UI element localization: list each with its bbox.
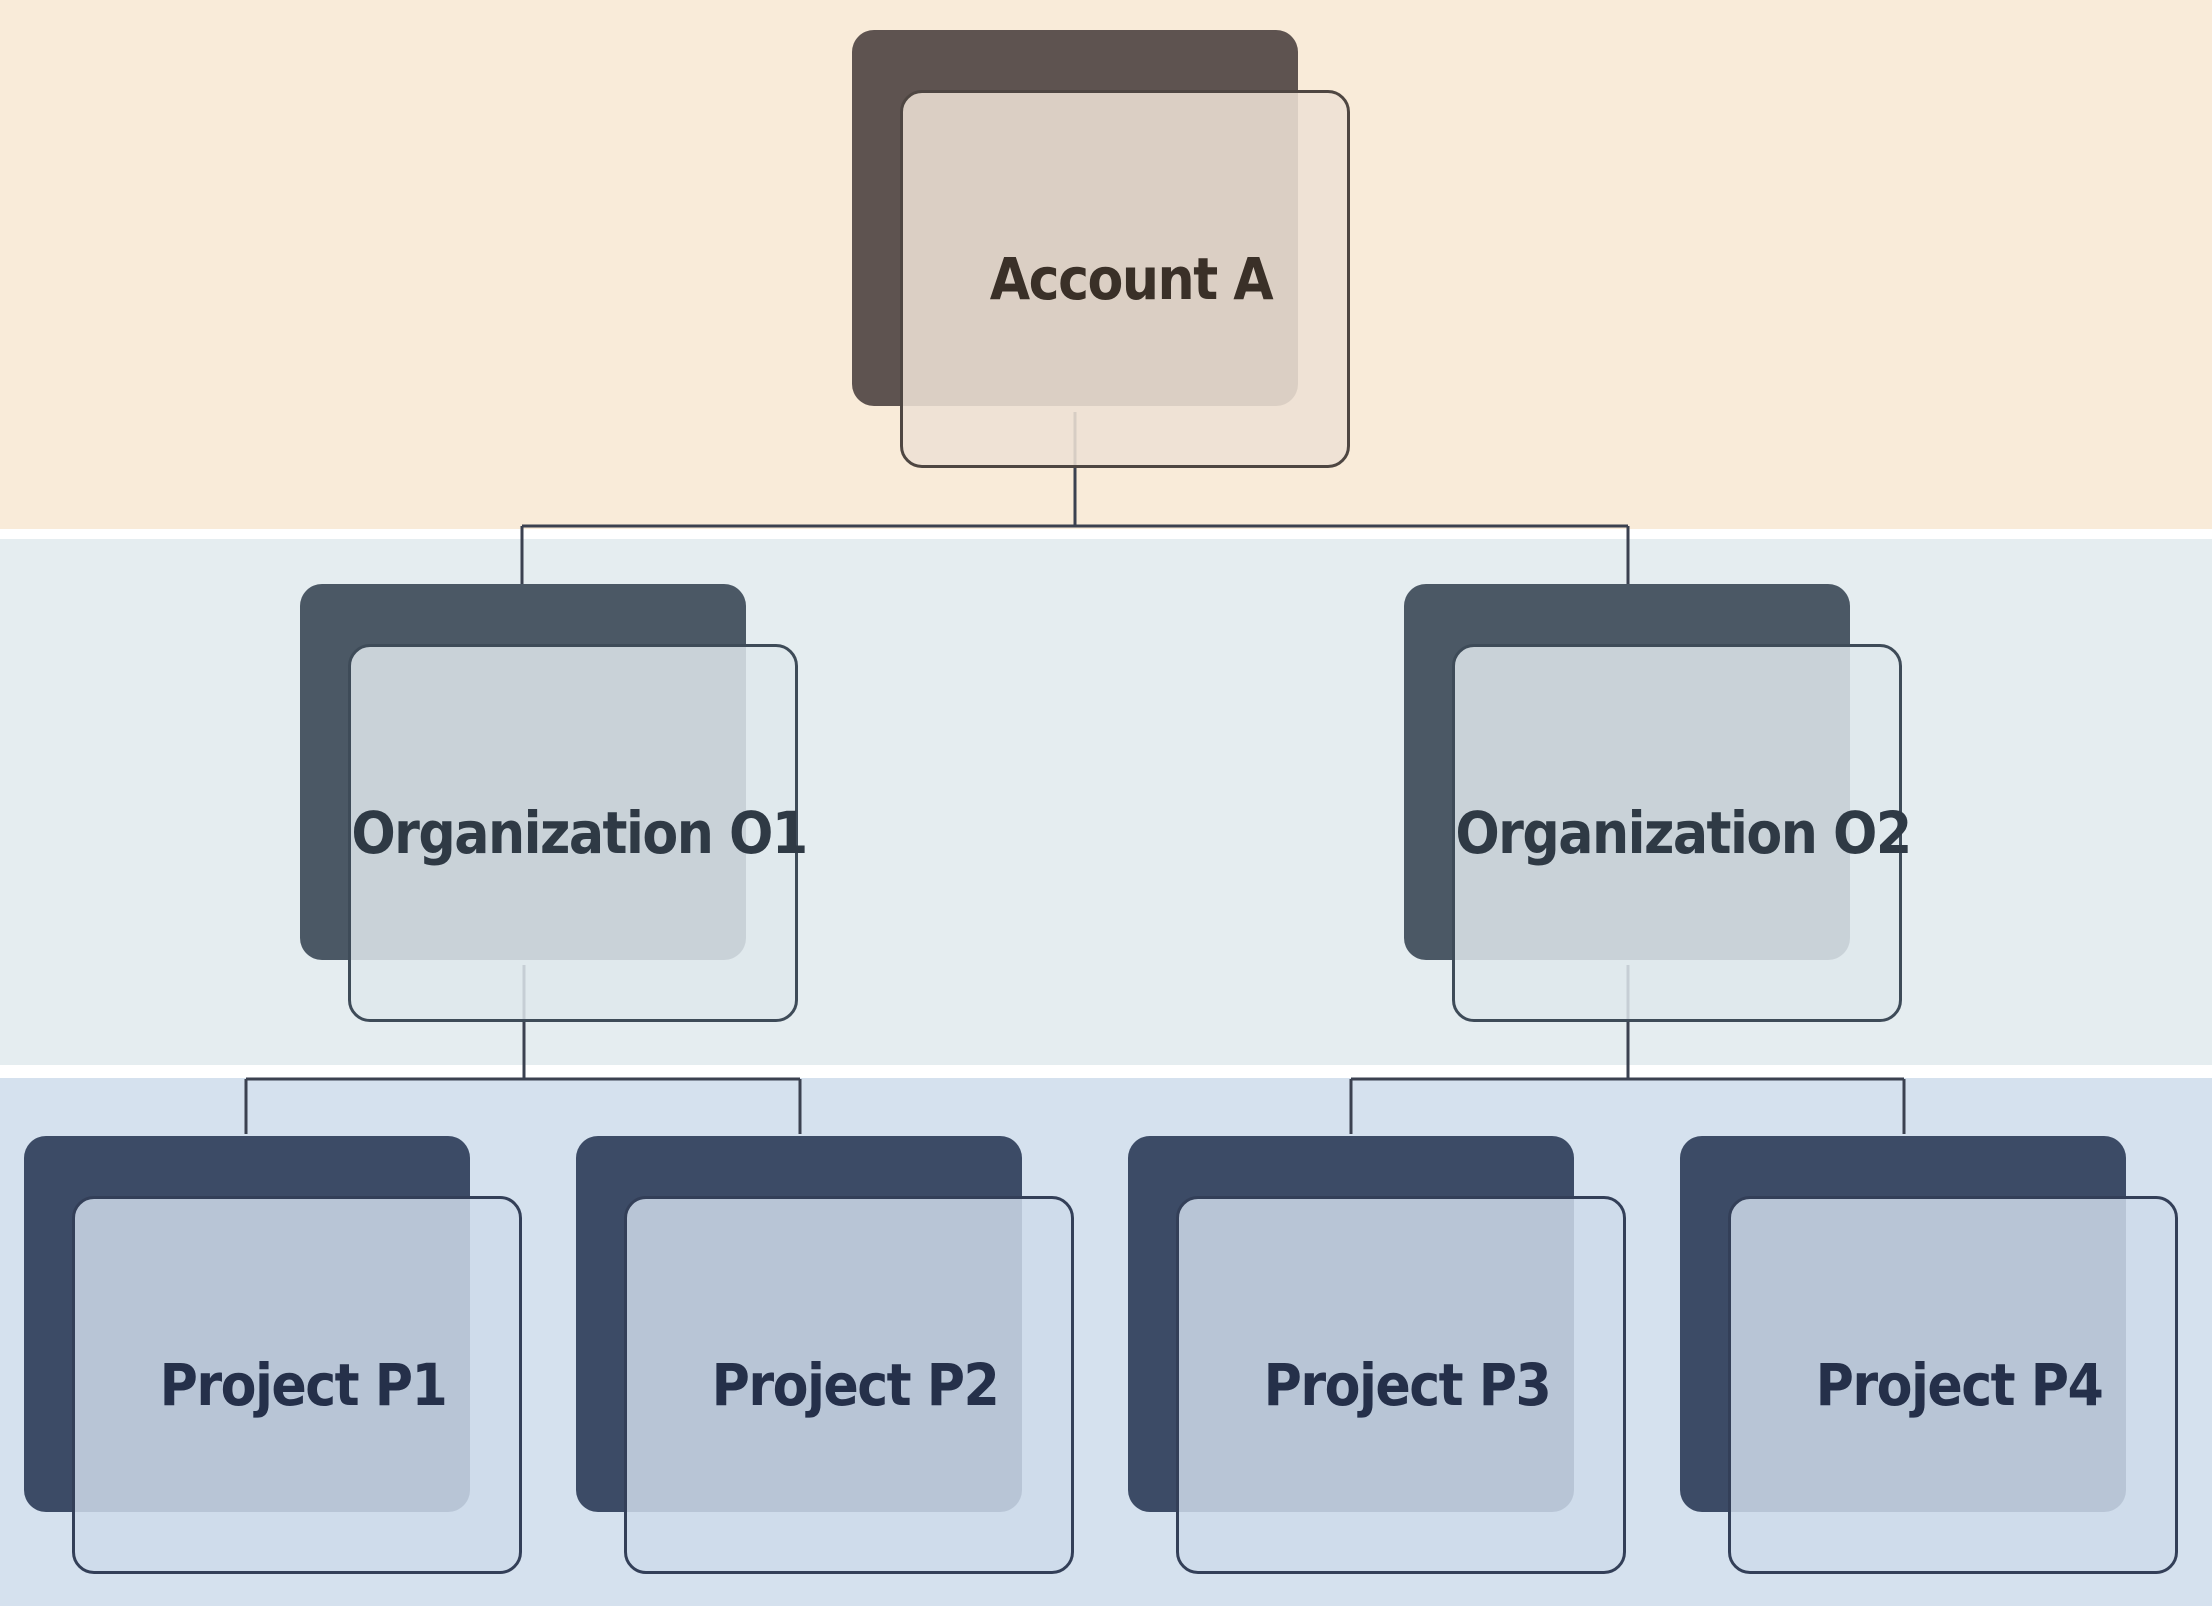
node-label: Project P1 (159, 1351, 448, 1419)
node-label: Project P4 (1815, 1351, 2104, 1419)
node-label: Organization O2 (1455, 799, 1912, 867)
node-box: Account A (900, 90, 1350, 468)
node-box: Project P3 (1176, 1196, 1626, 1574)
node-account-a[interactable]: Account A (852, 30, 1352, 470)
node-label: Account A (989, 245, 1274, 313)
node-box: Project P2 (624, 1196, 1074, 1574)
node-project-p3[interactable]: Project P3 (1128, 1136, 1628, 1576)
node-box: Organization O2 (1452, 644, 1912, 1022)
node-organization-o2[interactable]: Organization O2 (1404, 584, 1912, 1024)
node-organization-o1[interactable]: Organization O1 (300, 584, 808, 1024)
node-label: Organization O1 (351, 799, 808, 867)
node-label: Project P2 (711, 1351, 1000, 1419)
node-project-p1[interactable]: Project P1 (24, 1136, 524, 1576)
node-project-p4[interactable]: Project P4 (1680, 1136, 2180, 1576)
node-project-p2[interactable]: Project P2 (576, 1136, 1076, 1576)
node-box: Project P4 (1728, 1196, 2178, 1574)
node-box: Project P1 (72, 1196, 522, 1574)
node-label: Project P3 (1263, 1351, 1552, 1419)
node-box: Organization O1 (348, 644, 808, 1022)
